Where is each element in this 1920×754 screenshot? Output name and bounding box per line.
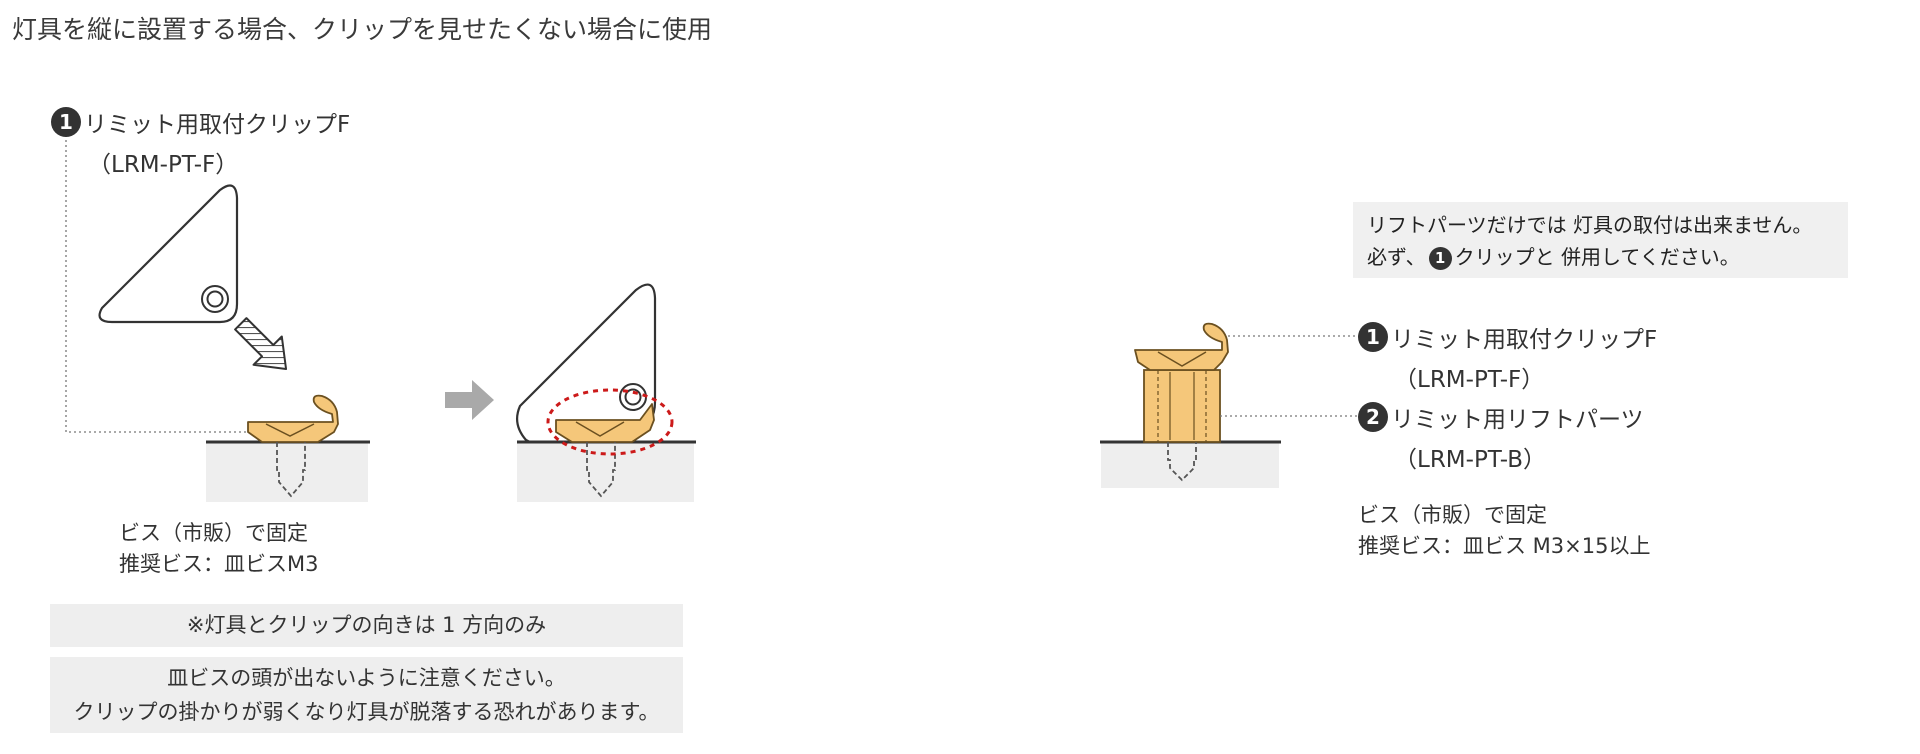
clip-before	[247, 394, 339, 443]
screw-right	[1167, 442, 1197, 482]
lift-part	[1143, 369, 1221, 443]
recommended-screw-text: 推奨ビス：皿ビス M3×15以上	[1358, 534, 1651, 558]
fixture-triangle	[98, 184, 239, 324]
gray-right-arrow-icon	[445, 380, 494, 420]
caution-line-1: 皿ビスの頭が出ないように注意ください。	[167, 666, 566, 690]
caution-line-2: クリップの掛かりが弱くなり灯具が脱落する恐れがあります。	[73, 700, 660, 724]
lift-note-suffix: クリップと 併用してください。	[1454, 245, 1740, 269]
screw-before	[276, 442, 306, 498]
lift-note-prefix: 必ず、	[1367, 245, 1426, 269]
direction-note: ※灯具とクリップの向きは 1 方向のみ	[50, 604, 683, 649]
screw-fix-text: ビス（市販）で固定	[1358, 503, 1547, 527]
clip-right	[1134, 322, 1229, 371]
part-name: リミット用リフトパーツ	[1391, 407, 1644, 433]
part-number-badge-inline: 1	[1428, 247, 1452, 270]
base-block-right	[1101, 442, 1279, 488]
fixture-hole-inner	[206, 290, 224, 308]
part-number-badge: 1	[51, 107, 81, 137]
striped-diagonal-arrow-icon	[234, 317, 288, 371]
highlight-dashed-ellipse	[546, 388, 674, 456]
base-block-before	[206, 442, 368, 502]
leader-line-left	[65, 135, 254, 433]
screw-after	[586, 442, 616, 498]
part-name: リミット用取付クリップF	[1391, 327, 1658, 353]
clip-after	[555, 403, 655, 443]
recommended-screw-text: 推奨ビス：皿ビスM3	[119, 552, 319, 576]
part-code: （LRM-PT-F）	[88, 152, 239, 178]
base-block-after	[517, 442, 694, 502]
screw-instruction-left: ビス（市販）で固定 推奨ビス：皿ビスM3	[119, 518, 318, 580]
part-code: （LRM-PT-F）	[1394, 367, 1545, 393]
screw-instruction-right: ビス（市販）で固定 推奨ビス：皿ビス M3×15以上	[1358, 500, 1650, 562]
screw-fix-text: ビス（市販）で固定	[119, 521, 308, 545]
lift-note-line-1: リフトパーツだけでは 灯具の取付は出来ません。	[1367, 213, 1813, 237]
part-number-badge: 2	[1358, 402, 1388, 432]
part-number-badge: 1	[1358, 322, 1388, 352]
part-name: リミット用取付クリップF	[84, 112, 351, 138]
caution-note: 皿ビスの頭が出ないように注意ください。 クリップの掛かりが弱くなり灯具が脱落する…	[50, 657, 683, 733]
page-heading: 灯具を縦に設置する場合、クリップを見せたくない場合に使用	[12, 15, 713, 44]
part-code: （LRM-PT-B）	[1394, 447, 1547, 473]
